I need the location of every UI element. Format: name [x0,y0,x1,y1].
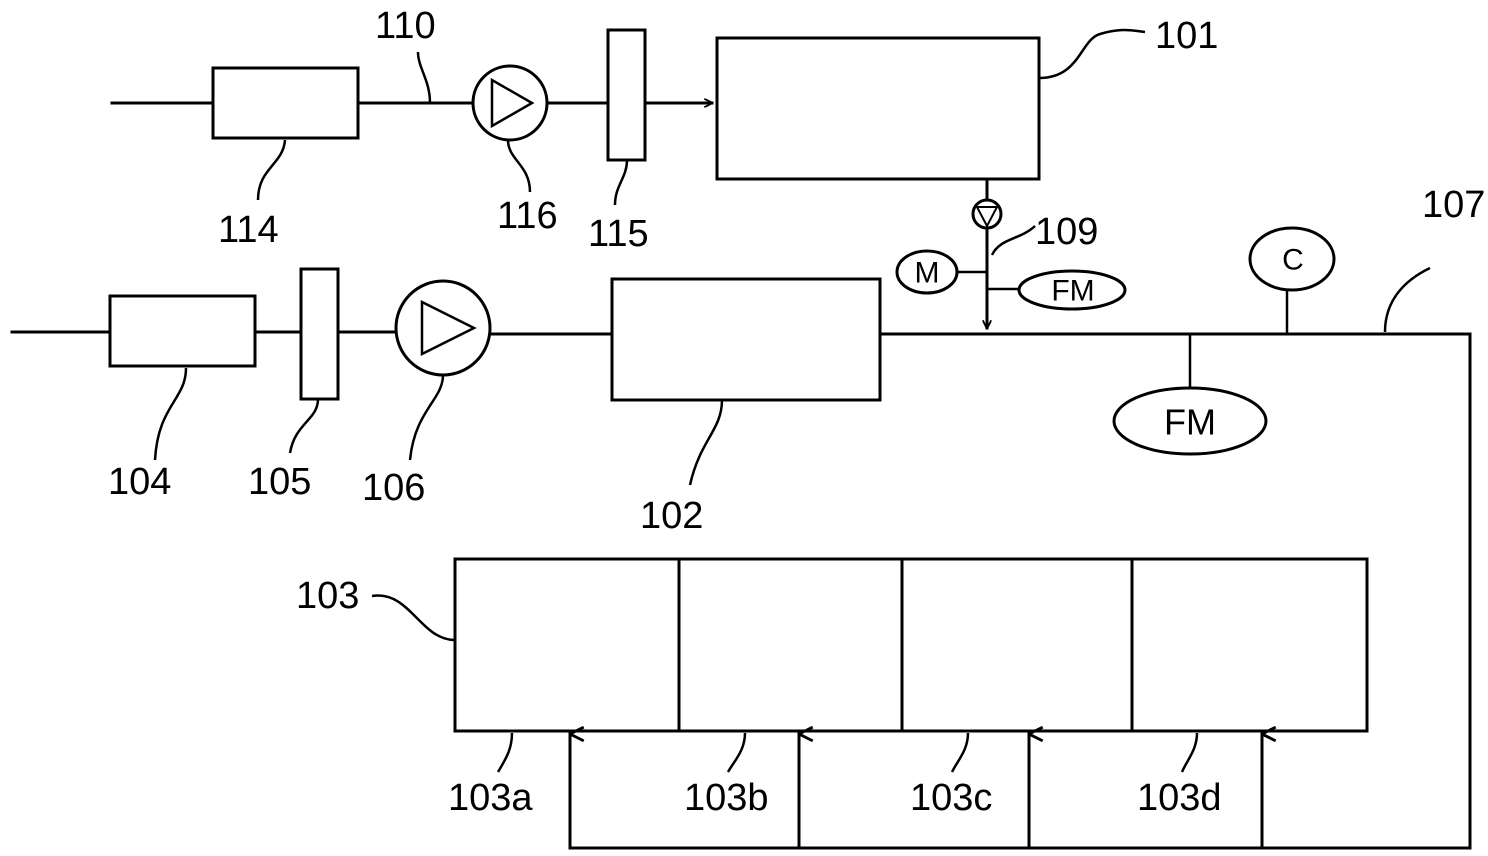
label-115: 115 [588,213,649,255]
label-109: 109 [1035,211,1098,253]
pump-116 [471,64,549,142]
label-110: 110 [375,5,436,47]
label-116: 116 [497,195,558,237]
distribution-line [568,734,1472,850]
leader-lines [153,28,1431,773]
label-107: 107 [1422,184,1485,226]
motor-label: M [915,257,940,290]
tank-101 [715,36,1041,181]
filter-115 [606,28,647,162]
label-103b: 103b [684,777,769,819]
concentration-meter [1248,226,1336,292]
flowmeter-large-label: FM [1164,402,1216,443]
flowmeter-large [1112,386,1268,456]
concentration-label: C [1282,244,1304,277]
filter-105 [299,267,340,401]
unit-104 [108,294,257,368]
unit-114 [211,66,360,140]
unit-102 [610,277,882,402]
label-104: 104 [108,461,171,503]
flowmeter-small-label: FM [1051,275,1094,308]
label-103: 103 [296,575,359,617]
motor-m [895,249,959,295]
label-102: 102 [640,495,703,537]
branch-109 [895,177,1127,330]
label-103d: 103d [1137,777,1222,819]
pump-109 [971,198,1003,230]
label-105: 105 [248,461,311,503]
unit-103 [453,557,1369,733]
main-line [10,226,1472,850]
flowmeter-small [1017,269,1127,311]
label-114: 114 [218,209,279,251]
label-103a: 103a [448,777,533,819]
top-supply-line [110,28,1041,181]
label-101: 101 [1155,15,1218,57]
label-103c: 103c [910,777,992,819]
pump-106 [394,279,492,377]
label-106: 106 [362,467,425,509]
